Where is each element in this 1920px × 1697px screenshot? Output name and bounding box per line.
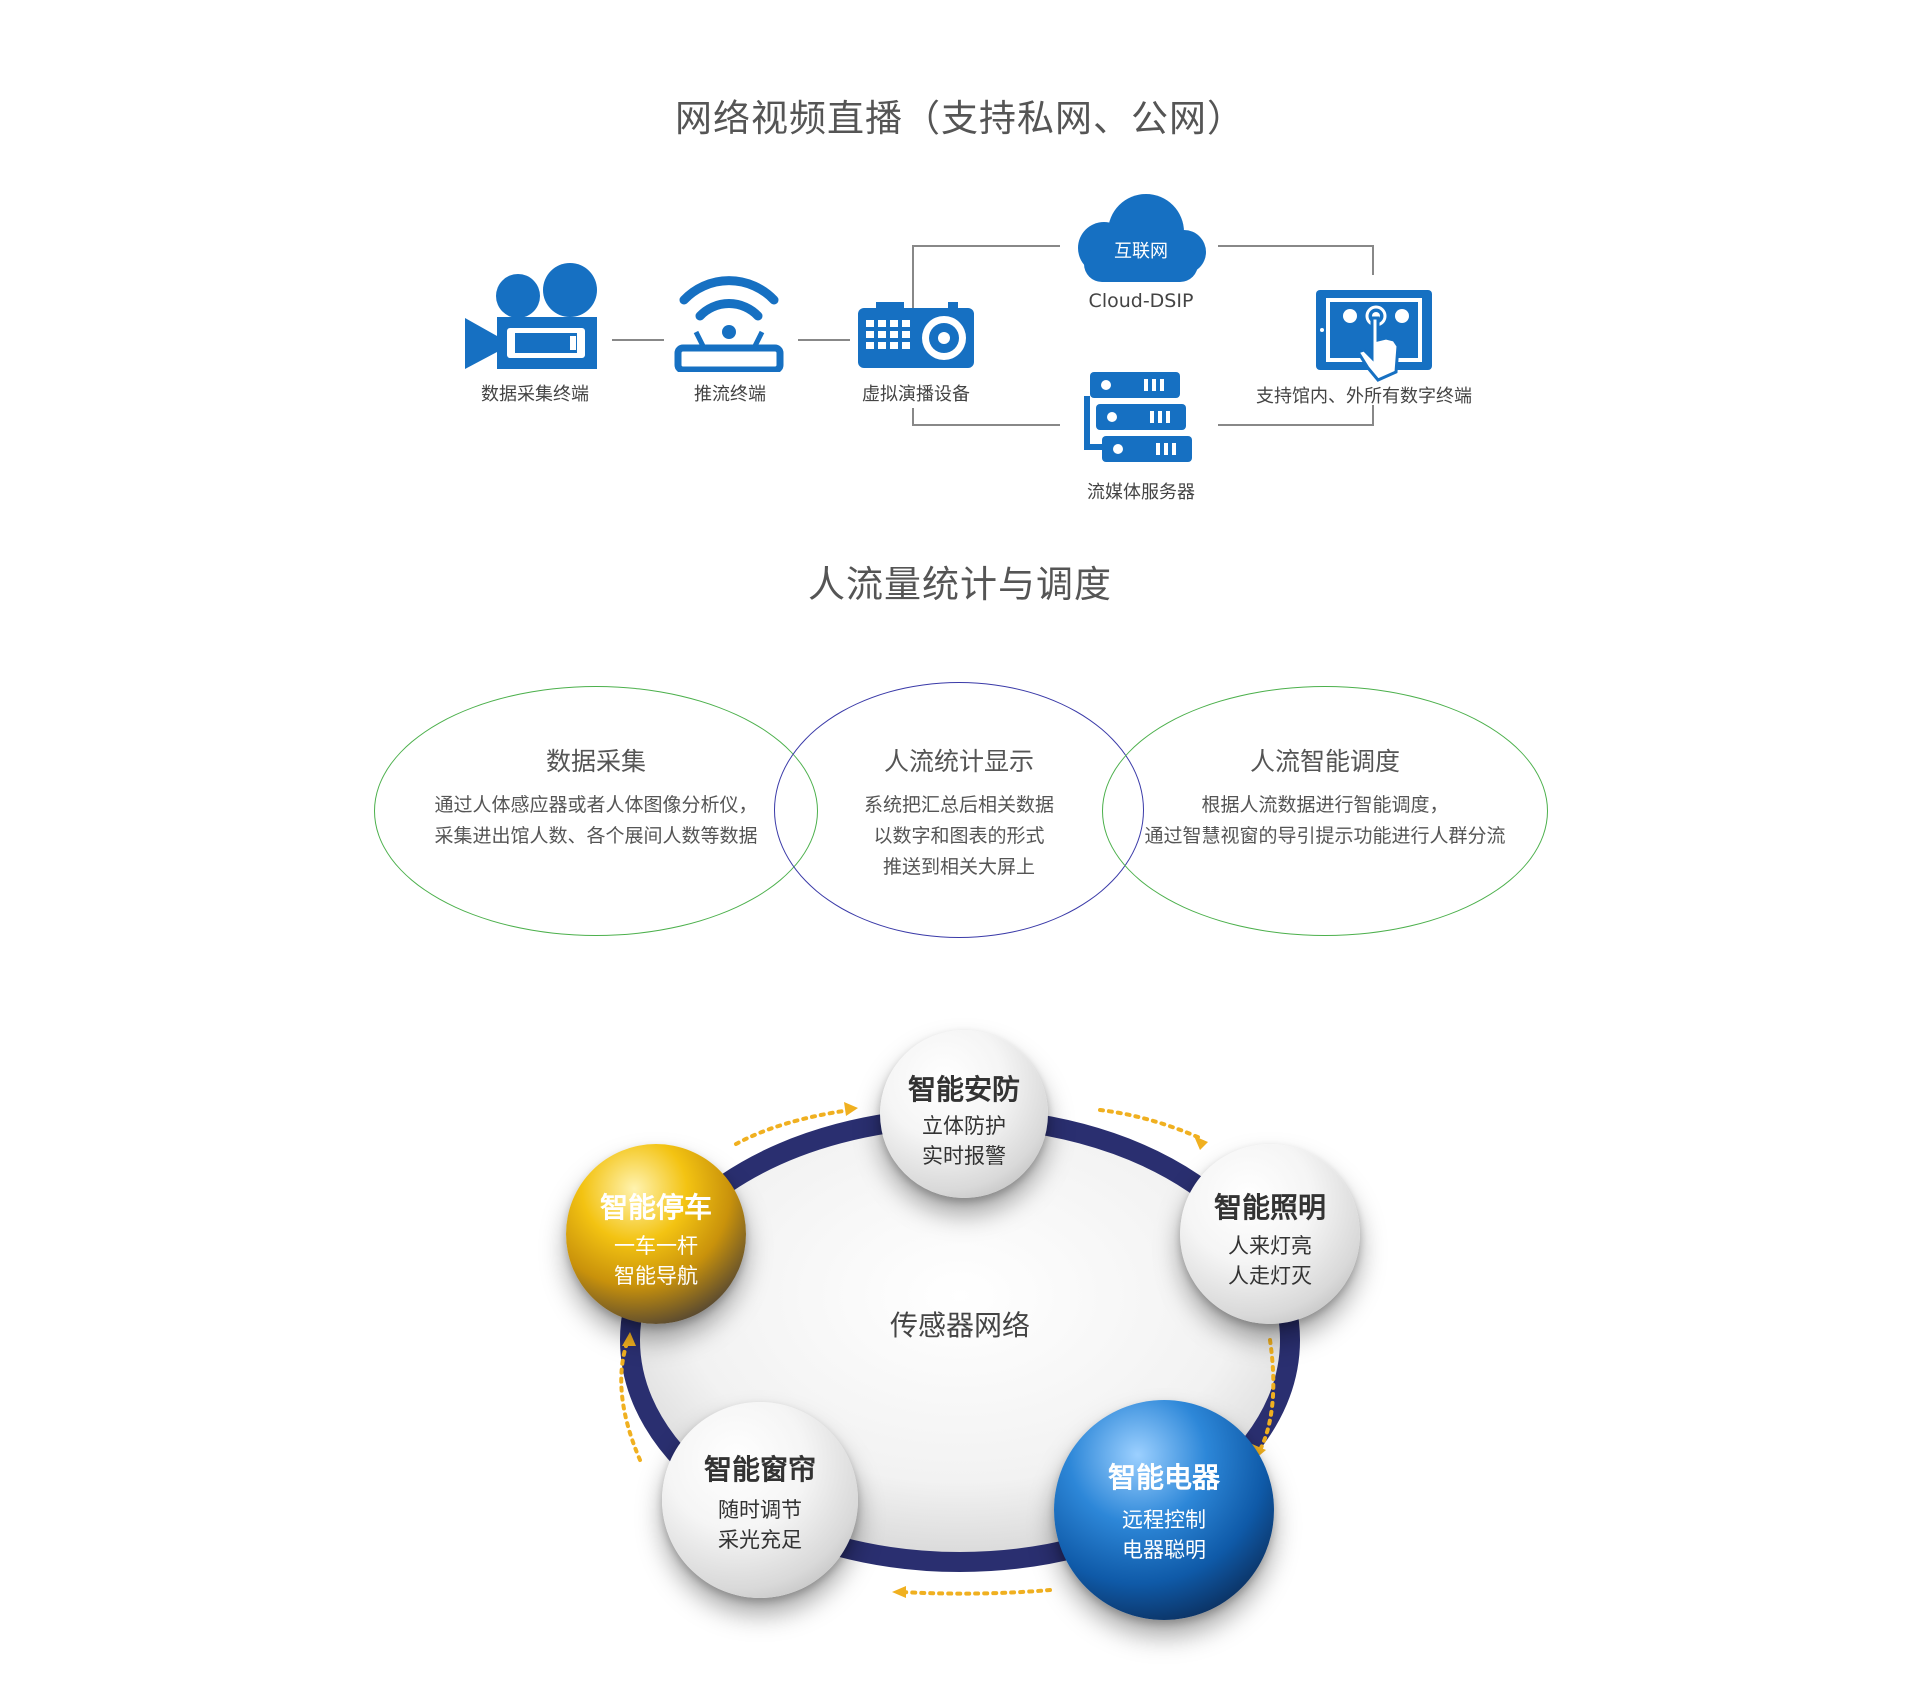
sphere-line: 人走灯灭 [1228,1264,1312,1288]
connector-line [1218,424,1374,426]
sphere-line: 智能导航 [614,1264,698,1288]
sphere-title: 智能窗帘 [703,1453,816,1486]
cloud-inner-label: 互联网 [1114,241,1168,262]
sphere-title: 智能照明 [1213,1191,1326,1224]
sphere-line: 人来灯亮 [1228,1234,1312,1258]
sphere-title: 智能电器 [1107,1461,1220,1494]
smart-curtain-sphere: 智能窗帘 随时调节 采光充足 [662,1402,858,1598]
circle-desc-line: 通过智慧视窗的导引提示功能进行人群分流 [1144,825,1506,847]
sphere-line: 远程控制 [1122,1508,1206,1532]
circle-title: 人流智能调度 [1249,747,1400,776]
sphere-line: 采光充足 [718,1528,802,1552]
sphere-line: 立体防护 [922,1114,1006,1138]
smart-security-sphere: 智能安防 立体防护 实时报警 [880,1030,1048,1198]
sphere-line: 一车一杆 [614,1234,698,1258]
circle-desc-line: 推送到相关大屏上 [882,856,1035,878]
streaming-server-label: 流媒体服务器 [1087,482,1195,503]
sphere-title: 智能停车 [599,1191,712,1224]
connector-line [1218,245,1374,247]
sphere-line: 随时调节 [718,1498,802,1522]
virtual-studio-label: 虚拟演播设备 [862,384,970,405]
circle-title: 人流统计显示 [883,747,1034,776]
connector-line [1372,245,1374,275]
connector-line [798,339,850,341]
circle-desc-line: 通过人体感应器或者人体图像分析仪， [434,794,758,816]
connector-line [1372,405,1374,426]
connector-line [912,408,914,424]
wifi-router-icon [674,276,784,372]
smart-lighting-sphere: 智能照明 人来灯亮 人走灯灭 [1180,1144,1360,1324]
section2-title: 人流量统计与调度 [808,563,1112,606]
smart-appliance-sphere: 智能电器 远程控制 电器聪明 [1054,1400,1274,1620]
smart-parking-sphere: 智能停车 一车一杆 智能导航 [566,1144,746,1324]
connector-line [912,245,914,310]
cloud-label: Cloud-DSIP [1088,290,1194,312]
sphere-line: 实时报警 [922,1144,1006,1168]
connector-line [912,245,1060,247]
video-camera-icon [465,263,597,369]
cloud-icon [1078,194,1206,282]
connector-line [612,339,664,341]
sphere-title: 智能安防 [907,1073,1020,1106]
connector-line [912,424,1060,426]
circle-desc-line: 以数字和图表的形式 [873,825,1045,847]
smart-dispatch-circle [1102,686,1548,936]
projector-icon [858,302,974,368]
touch-screen-icon [1316,290,1432,382]
capture-terminal-label: 数据采集终端 [481,384,589,405]
sphere-line: 电器聪明 [1122,1538,1206,1562]
circle-desc-line: 采集进出馆人数、各个展间人数等数据 [434,825,758,847]
digital-terminal-label: 支持馆内、外所有数字终端 [1256,386,1472,407]
push-terminal-label: 推流终端 [694,384,766,405]
circle-title: 数据采集 [545,747,646,776]
server-rack-icon [1084,372,1192,462]
circle-desc-line: 系统把汇总后相关数据 [863,794,1054,816]
circle-desc-line: 根据人流数据进行智能调度， [1201,794,1449,816]
section1-title: 网络视频直播（支持私网、公网） [675,97,1245,140]
sensor-network-label: 传感器网络 [889,1309,1030,1342]
